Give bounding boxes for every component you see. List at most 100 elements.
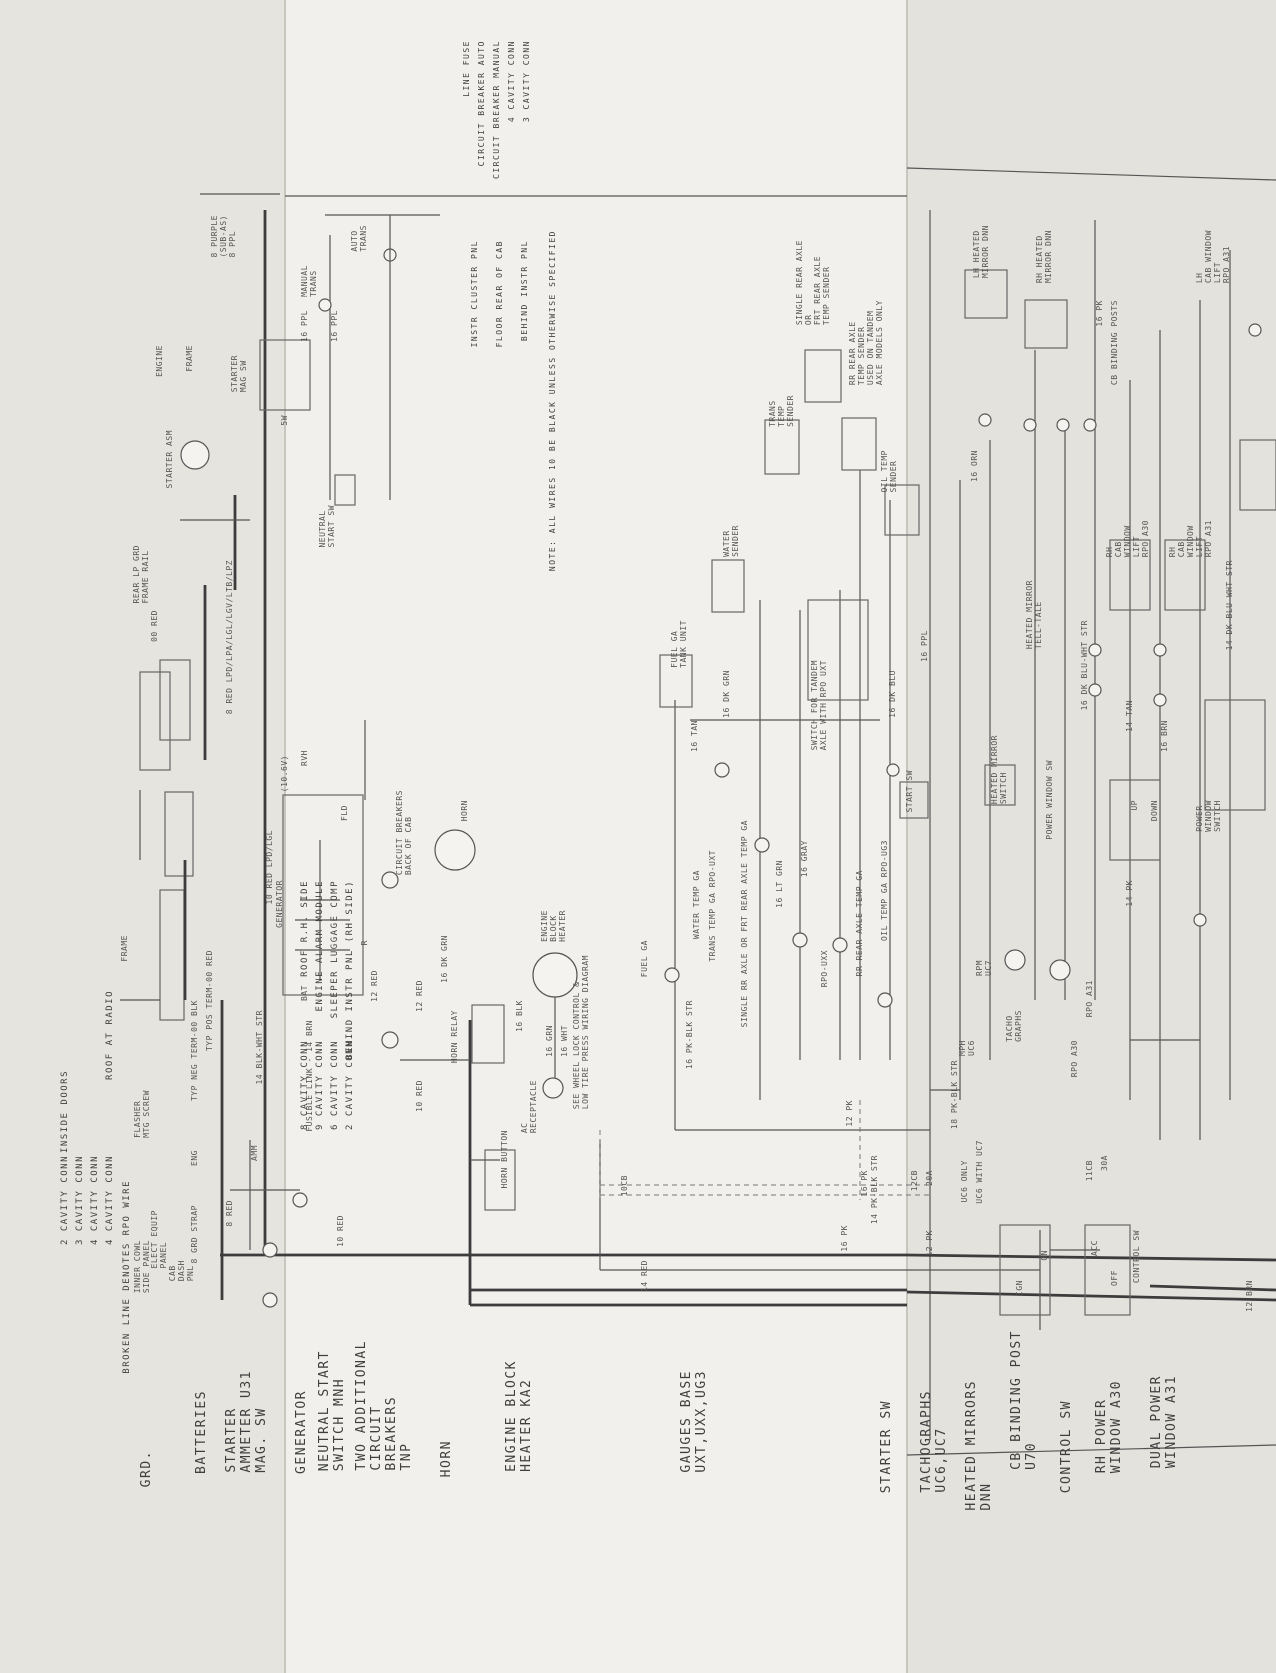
starter-mag-sw: STARTER MAG SW [230,355,248,393]
section-grd: GRD. [139,1450,154,1488]
wire-14-red: 14 RED [640,1260,649,1292]
gauge-dk-grn: 16 DK GRN [722,670,731,718]
switch-up: UP [1130,800,1139,811]
legend-broken-line: BROKEN LINE DENOTES RPO WIRE [122,1180,132,1374]
gauge-rr-rear-sender: RR REAR AXLE TEMP SENDER USED ON TANDEM … [848,300,884,386]
wire-16-pk: 16 PK [1095,300,1104,327]
gauge-pk-blk: 16 PK-BLK STR [685,1000,694,1070]
gauge-water-sender: WATER SENDER [722,525,740,557]
control-ign: IGN [1015,1280,1024,1296]
cb-binding-posts: CB BINDING POSTS [1110,300,1119,386]
gen-bat: BAT [300,985,309,1001]
tach-tacho: TACHO GRAPHS [1005,1010,1023,1042]
switch-down: DOWN [1150,800,1159,822]
wire-14-tan: 14 TAN [1125,700,1134,732]
grd-engine: ENGINE [155,345,164,377]
starter-blk-wht: 14 BLK-WHT STR [255,1010,264,1085]
grd-typ-neg: TYP NEG TERM-00 BLK [190,1000,199,1102]
legend-inside-doors: INSIDE DOORS [60,1070,70,1154]
starter-amm: AMM [250,1145,259,1161]
gen-pos-term: (10.6V) [280,755,289,793]
gauge-gray: 16 GRAY [800,840,809,878]
section-rh-power: RH POWER WINDOW A30 [1094,1380,1124,1474]
wire-14-pk: 14 PK [1125,880,1134,907]
mid-loc-2: ENGINE ALARM MODULE [315,880,325,1012]
starter-asm: STARTER ASM [165,430,174,489]
wire-8-red: 8 RED [225,1200,234,1227]
wire-dk-blu-wht-14: 14 DK BLU-WHT STR [1225,560,1234,651]
tr-loc-2: FLOOR REAR OF CAB [495,240,504,348]
gauge-rpo-uxx: RPO-UXX [820,950,829,988]
right-section-wiring [930,220,1276,1316]
neutral-start-sw: NEUTRAL START SW [318,505,336,548]
cb-30a: 30A [1100,1155,1109,1171]
tr-legend-1: LINE FUSE [462,40,471,97]
gauge-trans-temp: TRANS TEMP GA RPO-UXT [708,850,717,962]
left-legend: 2 CAVITY CONN [60,1155,70,1245]
heater-ac-receptacle: AC RECEPTACLE [520,1080,538,1134]
rh-cab-lift-a31: RH CAB WINDOW LIFT RPO A31 [1168,520,1213,558]
section-starter-ammeter: STARTER AMMETER U31 MAG. SW [224,1370,269,1473]
gauge-ppl: 16 PPL [920,630,929,662]
grd-rear-lp: REAR LP GRD FRAME RAIL [132,545,150,604]
sheet-fold-right [906,0,908,1673]
generator-block [282,720,399,1049]
control-acc: ACC [1090,1240,1099,1256]
wire-dk-blu-wht: 16 DK BLU-WHT STR [1080,620,1089,711]
section-control-sw: CONTROL SW [1059,1400,1074,1494]
gauge-oil-temp: OIL TEMP GA RPO-UG3 [880,840,889,942]
wire-00-red: 00 RED [150,610,159,642]
tr-legend-5: 3 CAVITY CONN [522,40,531,123]
cb-20a: 20A [925,1170,934,1186]
rh-cab-lift-a30: RH CAB WINDOW LIFT RPO A30 [1105,520,1150,558]
cb-11: 11CB [1085,1160,1094,1182]
gen-horn: HORN [460,800,469,822]
starter-red-lines: 8 RED LPD/LPA/LGL/LGV/LTB/LPZ [225,560,234,715]
tach-uc6-only: UC6 ONLY [960,1160,969,1203]
mid-loc-4: BEHIND INSTR PNL (RH SIDE) [345,880,355,1060]
mid-legend-2: 9 CAVITY CONN [315,1040,325,1130]
legend-col: 3 CAVITY CONN [75,1155,85,1245]
wire-16-orn: 16 ORN [970,450,979,482]
gen-horn-button: HORN BUTTON [500,1130,509,1189]
gauge-water-temp: WATER TEMP GA [692,870,701,940]
mid-legend-3: 6 CAVITY CONN [330,1040,340,1130]
wire-12-brn: 12 BRN [1245,1280,1254,1312]
grd-frame-2: FRAME [185,345,194,372]
rpo-a31: RPO A31 [1085,980,1094,1018]
control-on: ON [1040,1250,1049,1261]
horn-circuit [400,829,516,1211]
legend-roof-radio: ROOF AT RADIO [105,990,115,1080]
lh-cab-lift: LH CAB WINDOW LIFT RPO A31 [1195,230,1231,284]
battery-stacks [120,585,207,1021]
gauge-oil-sender: OIL TEMP SENDER [880,450,898,493]
gauge-rr-rear: RR REAR AXLE TEMP GA [855,870,864,977]
gen-wire-16dk: 16 DK GRN [440,935,449,983]
section-engine-block: ENGINE BLOCK HEATER KA2 [504,1360,534,1472]
rpo-a30: RPO A30 [1070,1040,1079,1078]
gen-circuit-breakers: CIRCUIT BREAKERS BACK OF CAB [395,790,413,876]
gen-r: R [360,940,369,946]
gen-wire-10: 10 RED [415,1080,424,1112]
legend-2-cavity: 2 CAVITY CONN [60,1155,70,1245]
grd-strap: 8 GRD STRAP [190,1205,199,1264]
neutral-start-section [318,214,440,506]
power-window-switch: POWER WINDOW SWITCH [1195,800,1222,832]
wire-16-pk-b: 16 PK [840,1225,849,1252]
gen-fld: FLD [340,805,349,821]
gen-red: 10 RED LPD/LGL [265,830,274,905]
heater-label: ENGINE BLOCK HEATER [540,910,567,942]
tr-legend-3: CIRCUIT BREAKER MANUAL [492,40,501,179]
gen-horn-relay: HORN RELAY [450,1010,459,1064]
grd-typ-pos: TYP POS TERM-00 RED [205,950,214,1052]
gauge-lt-grn: 16 LT GRN [775,860,784,908]
gauge-single-rr: SINGLE RR AXLE OR FRT REAR AXLE TEMP GA [740,820,749,1028]
grd-flasher: FLASHER MTG SCREW [133,1090,151,1138]
right-sheet-panel [907,0,1276,1673]
section-gauges: GAUGES BASE UXT,UXX,UG3 [679,1370,709,1473]
engine-heater [532,952,578,1099]
rpo-broken-lines [599,1100,930,1200]
gen-wire-12b: 12 RED [415,980,424,1012]
gauge-tan: 16 TAN [690,720,699,752]
